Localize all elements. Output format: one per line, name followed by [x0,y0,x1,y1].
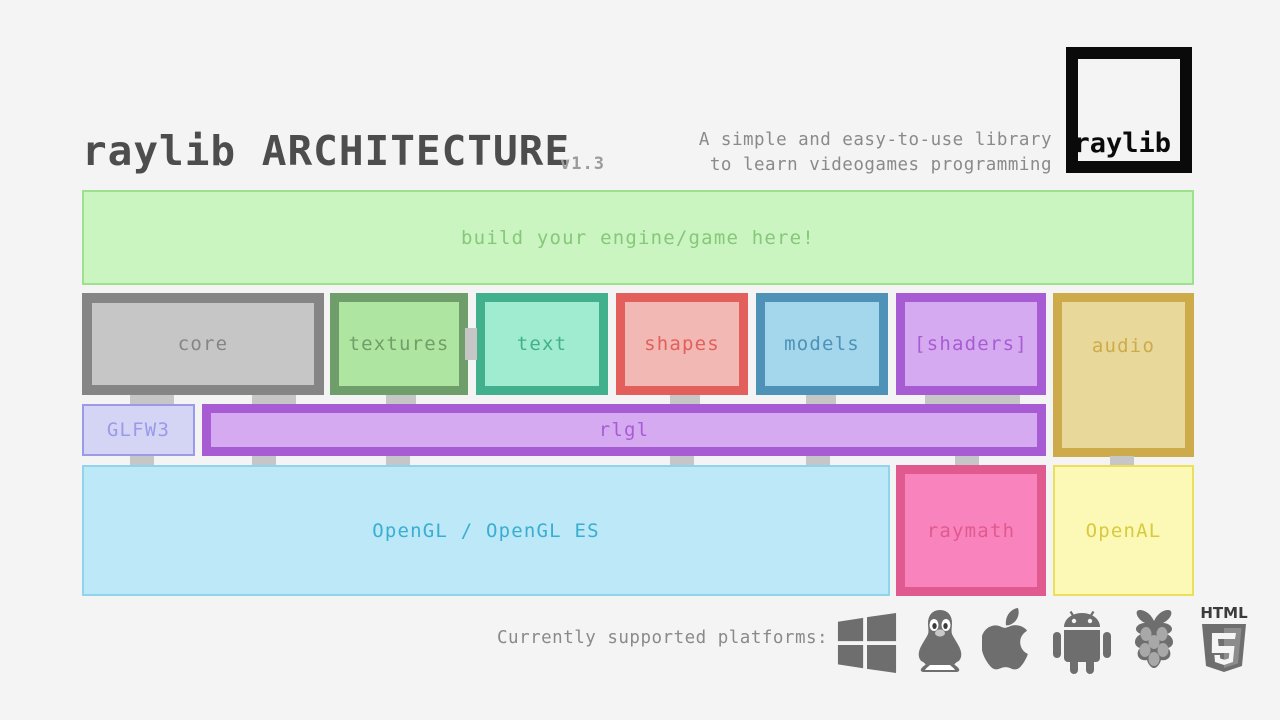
page-title-main: ARCHITECTURE [236,127,571,175]
platform-icons: HTML [836,604,1252,674]
connector-tab [806,395,836,406]
module-textures[interactable]: textures [330,293,468,395]
raspberry-pi-icon [1124,608,1184,674]
layer-rlgl-label: rlgl [598,419,650,441]
connector-tab [252,456,276,467]
module-textures-label: textures [348,333,450,355]
module-shapes[interactable]: shapes [616,293,748,395]
module-text[interactable]: text [476,293,608,395]
page-title: raylib ARCHITECTURE [82,131,570,172]
connector-tab [670,456,694,467]
backend-opengl-label: OpenGL / OpenGL ES [372,519,600,542]
linux-tux-icon [910,608,970,674]
backend-opengl[interactable]: OpenGL / OpenGL ES [82,465,890,596]
connector-tab [130,395,174,406]
module-text-label: text [516,333,568,355]
connector-tab [130,456,154,467]
tagline-line-1: A simple and easy-to-use library [698,130,1052,150]
svg-text:HTML: HTML [1200,604,1248,622]
module-core[interactable]: core [82,293,324,395]
connector-tab [1110,456,1134,467]
layer-glfw3[interactable]: GLFW3 [82,404,195,456]
connector-tab [386,456,410,467]
module-core-label: core [177,333,229,355]
module-shapes-label: shapes [644,333,720,355]
user-layer-band: build your engine/game here! [82,190,1194,285]
android-icon [1052,610,1112,674]
module-models[interactable]: models [756,293,888,395]
tagline-line-2: to learn videogames programming [709,155,1052,175]
connector-tab [925,395,1020,406]
module-models-label: models [784,333,860,355]
raylib-logo: raylib [1066,47,1192,173]
html5-icon: HTML [1196,604,1252,674]
connector-tab-vertical [465,328,477,360]
connector-tab [955,456,979,467]
layer-rlgl[interactable]: rlgl [202,404,1046,456]
user-layer-label: build your engine/game here! [461,226,815,249]
windows-icon [836,612,898,674]
connector-tab [806,456,830,467]
raylib-logo-text: raylib [1073,128,1171,159]
connector-tab [670,395,700,406]
backend-openal-label: OpenAL [1085,519,1162,542]
apple-icon [982,606,1040,674]
version-label: v1.3 [560,154,605,174]
module-shaders[interactable]: [shaders] [896,293,1046,395]
tagline: A simple and easy-to-use library to lear… [699,128,1052,178]
module-shaders-label: [shaders] [914,333,1028,355]
backend-openal[interactable]: OpenAL [1053,465,1194,596]
backend-raymath-label: raymath [926,519,1016,542]
supported-platforms-label: Currently supported platforms: [497,628,829,648]
module-audio-label: audio [1091,335,1156,357]
page-title-prefix: raylib [82,127,237,175]
backend-raymath[interactable]: raymath [896,465,1046,596]
connector-tab [252,395,296,406]
module-audio[interactable]: audio [1053,293,1194,457]
layer-glfw3-label: GLFW3 [106,419,171,441]
connector-tab [386,395,416,406]
